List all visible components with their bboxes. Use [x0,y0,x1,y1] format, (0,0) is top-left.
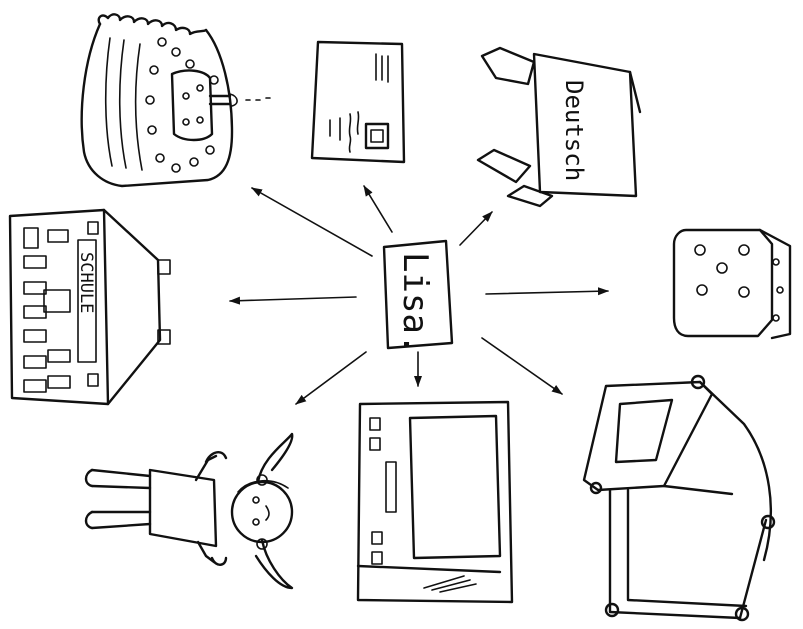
school-sign: SCHULE [76,252,96,313]
arrow-to-school [229,296,357,305]
television-drawing [356,400,514,604]
arrows [229,185,609,405]
girl-drawing [84,432,294,590]
center-box: Lisa. [382,239,454,354]
chair-drawing [582,374,776,622]
book-drawing: Deutsch [476,46,642,208]
arrow-to-dice [485,287,609,296]
arrow-to-cake [251,187,373,257]
school-drawing: SCHULE [8,208,171,406]
postcard-drawing [310,40,406,164]
arrow-to-book [459,211,493,246]
dice-drawing [672,228,792,340]
arrow-to-postcard [363,185,393,233]
birthday-cake-drawing [80,13,271,188]
book-title: Deutsch [560,80,588,181]
arrow-to-chair [481,337,563,395]
arrow-to-girl [295,351,367,405]
center-label: Lisa. [395,252,435,354]
